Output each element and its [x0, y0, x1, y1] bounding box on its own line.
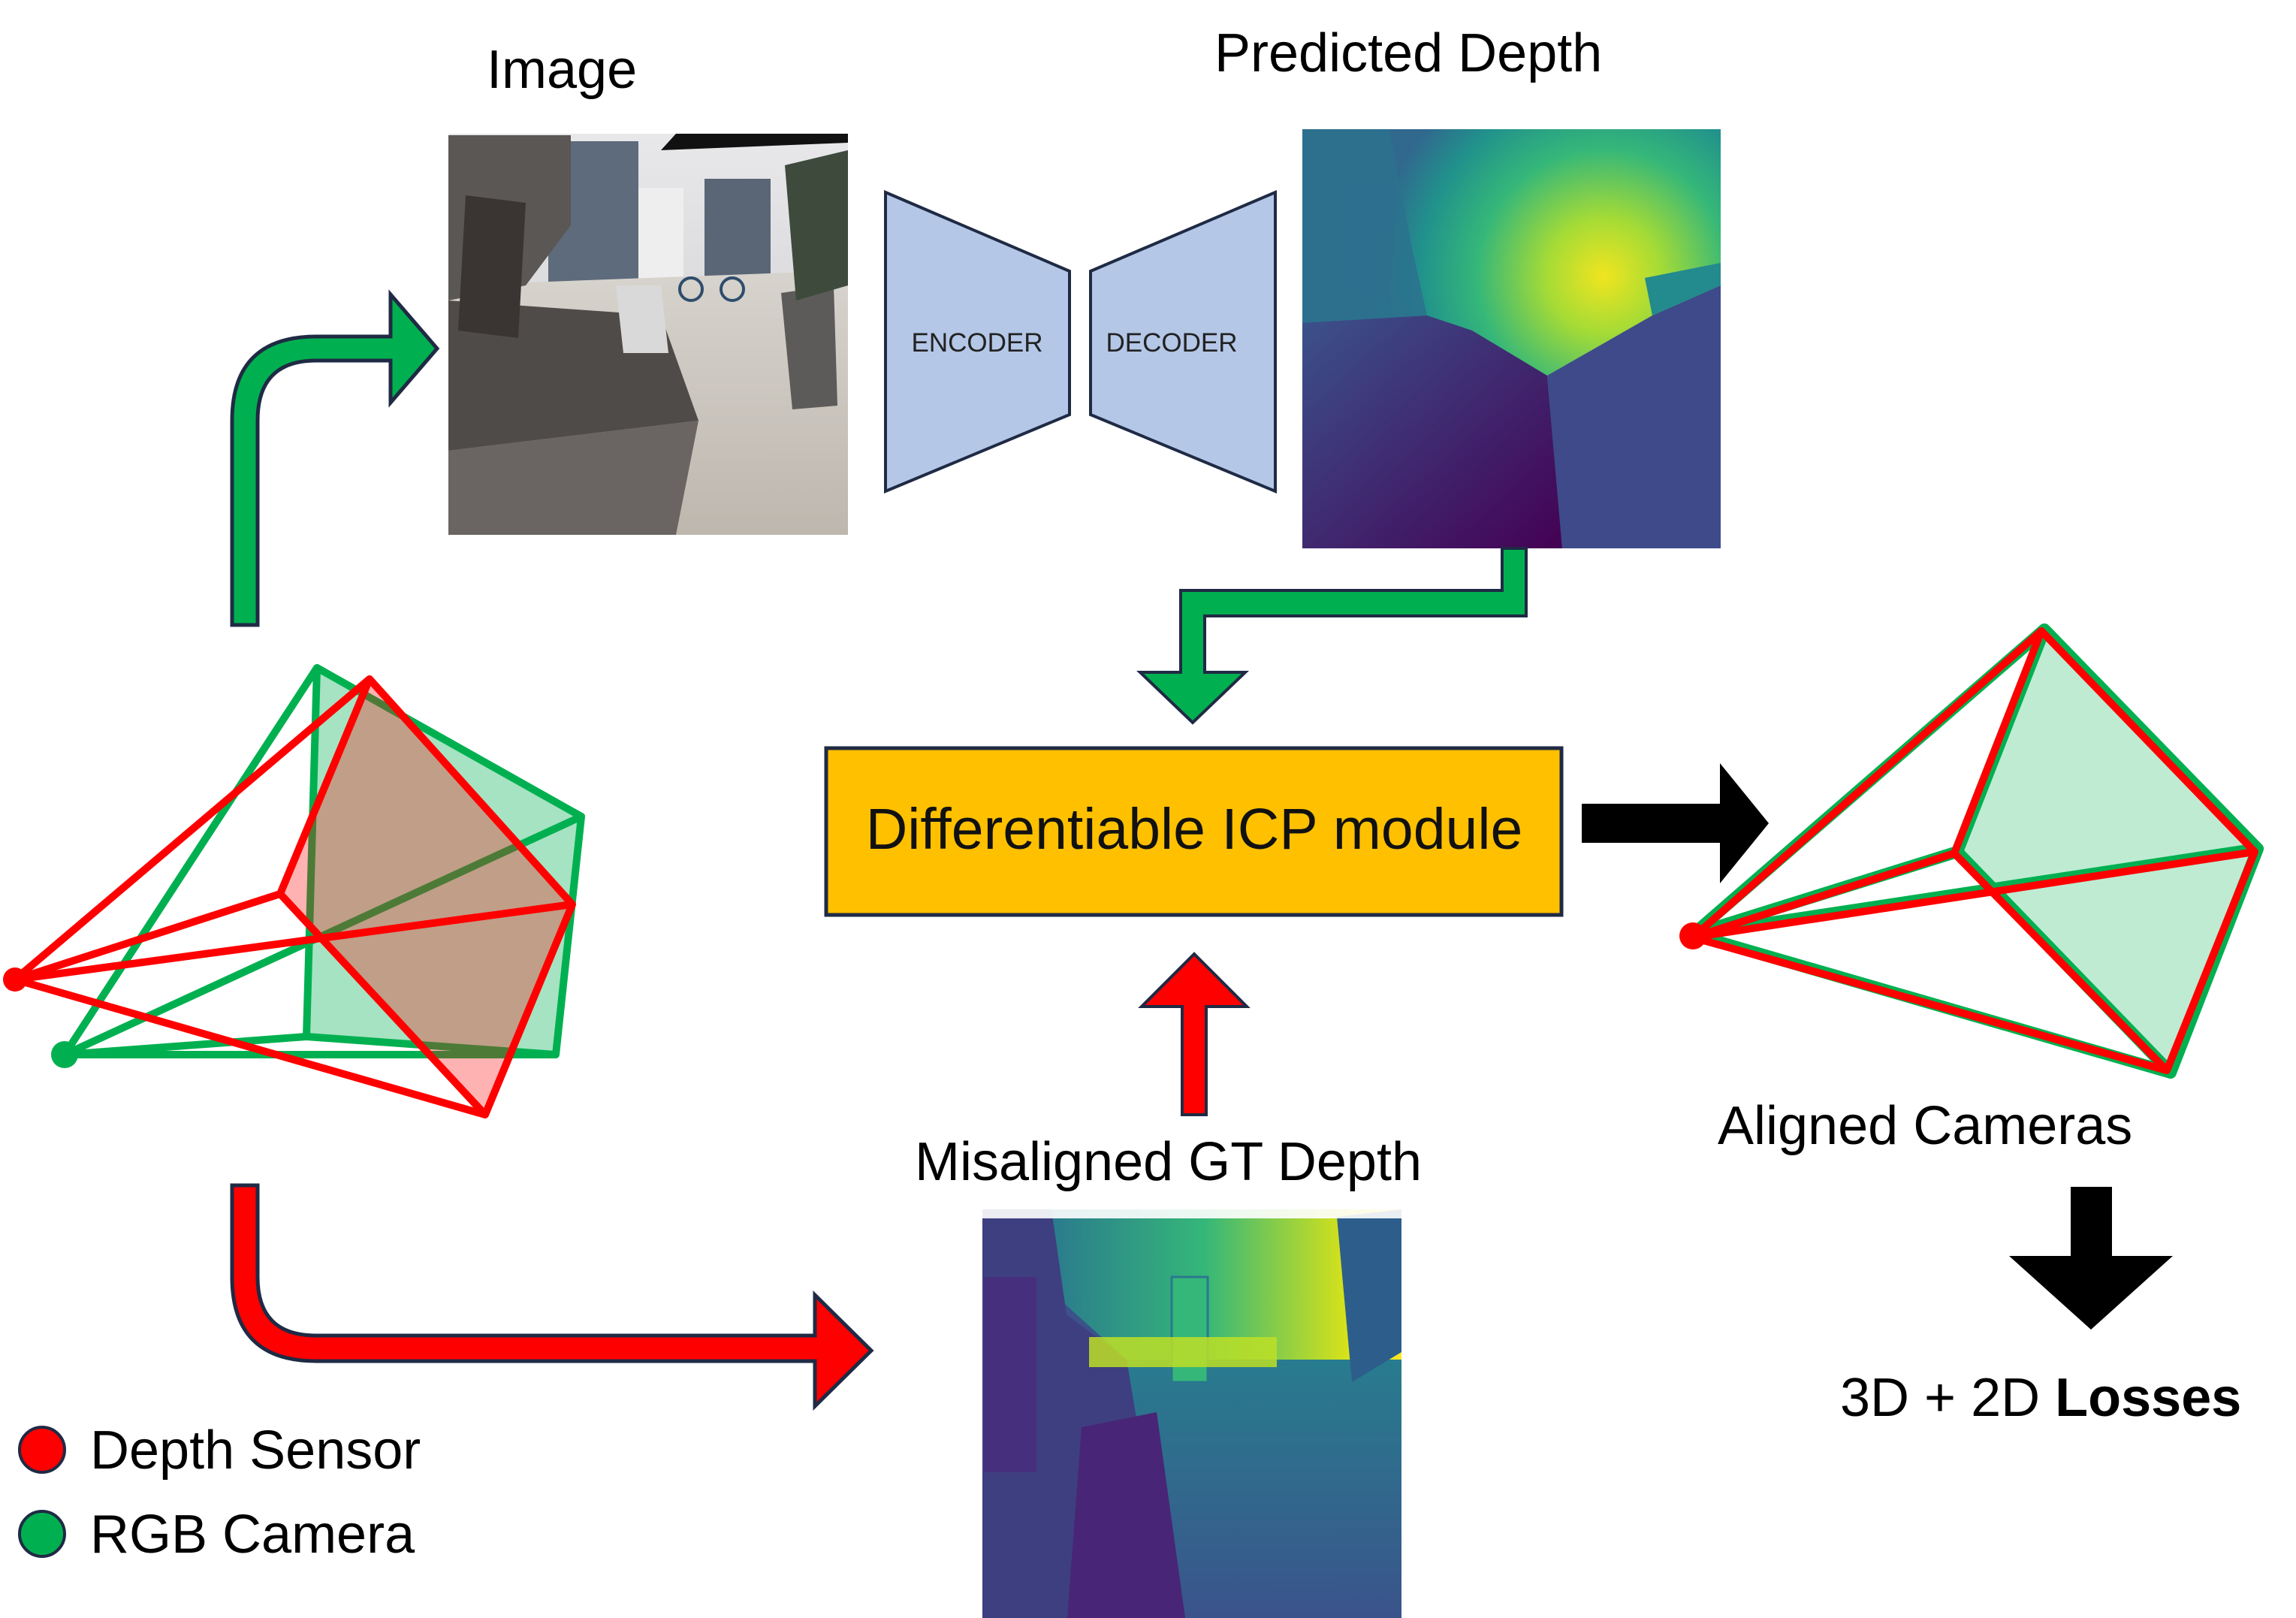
misaligned-gt-depth-title: Misaligned GT Depth: [915, 1132, 1422, 1192]
aligned-camera-center-dot: [1679, 922, 1706, 949]
rgb-path-arrow: [230, 289, 440, 627]
depth-sensor-frustum-face: [280, 679, 572, 1115]
decoder-label: DECODER: [1106, 328, 1237, 358]
image-title: Image: [487, 40, 638, 100]
misaligned-cameras: [3, 664, 585, 1118]
aligned-frustum-face: [1954, 631, 2255, 1070]
losses-prefix: 3D + 2D: [1840, 1368, 2056, 1428]
icp-module-box: [824, 746, 1564, 917]
legend-depth-sensor-dot: [18, 1426, 66, 1474]
encoder-block: [884, 189, 1071, 494]
encoder-label: ENCODER: [911, 328, 1042, 358]
depth-sensor-center-dot: [3, 967, 27, 992]
legend-rgb-camera-dot: [18, 1510, 66, 1558]
losses-arrow: [2009, 1187, 2173, 1330]
predicted-depth-map: [1302, 129, 1721, 548]
decoder-block: [1089, 189, 1277, 494]
losses-label: 3D + 2D Losses: [1840, 1367, 2241, 1429]
losses-bold: Losses: [2055, 1368, 2242, 1428]
output-arrow: [1582, 763, 1769, 883]
aligned-cameras: [1679, 623, 2264, 1079]
predicted-depth-title: Predicted Depth: [1214, 23, 1603, 83]
legend-rgb-camera-label: RGB Camera: [90, 1505, 415, 1565]
rgb-camera-frustum-face: [306, 668, 581, 1055]
icp-module-label: Differentiable ICP module: [866, 797, 1523, 862]
legend-depth-sensor-label: Depth Sensor: [90, 1420, 421, 1481]
depth-path-arrow: [230, 1183, 874, 1411]
rgb-camera-center-dot: [51, 1041, 78, 1068]
rgb-image: [448, 134, 848, 535]
gt-depth-map: [982, 1209, 1401, 1618]
aligned-cameras-title: Aligned Cameras: [1718, 1096, 2133, 1156]
gt-depth-arrow: [1138, 952, 1251, 1116]
predicted-depth-arrow: [1136, 547, 1528, 725]
